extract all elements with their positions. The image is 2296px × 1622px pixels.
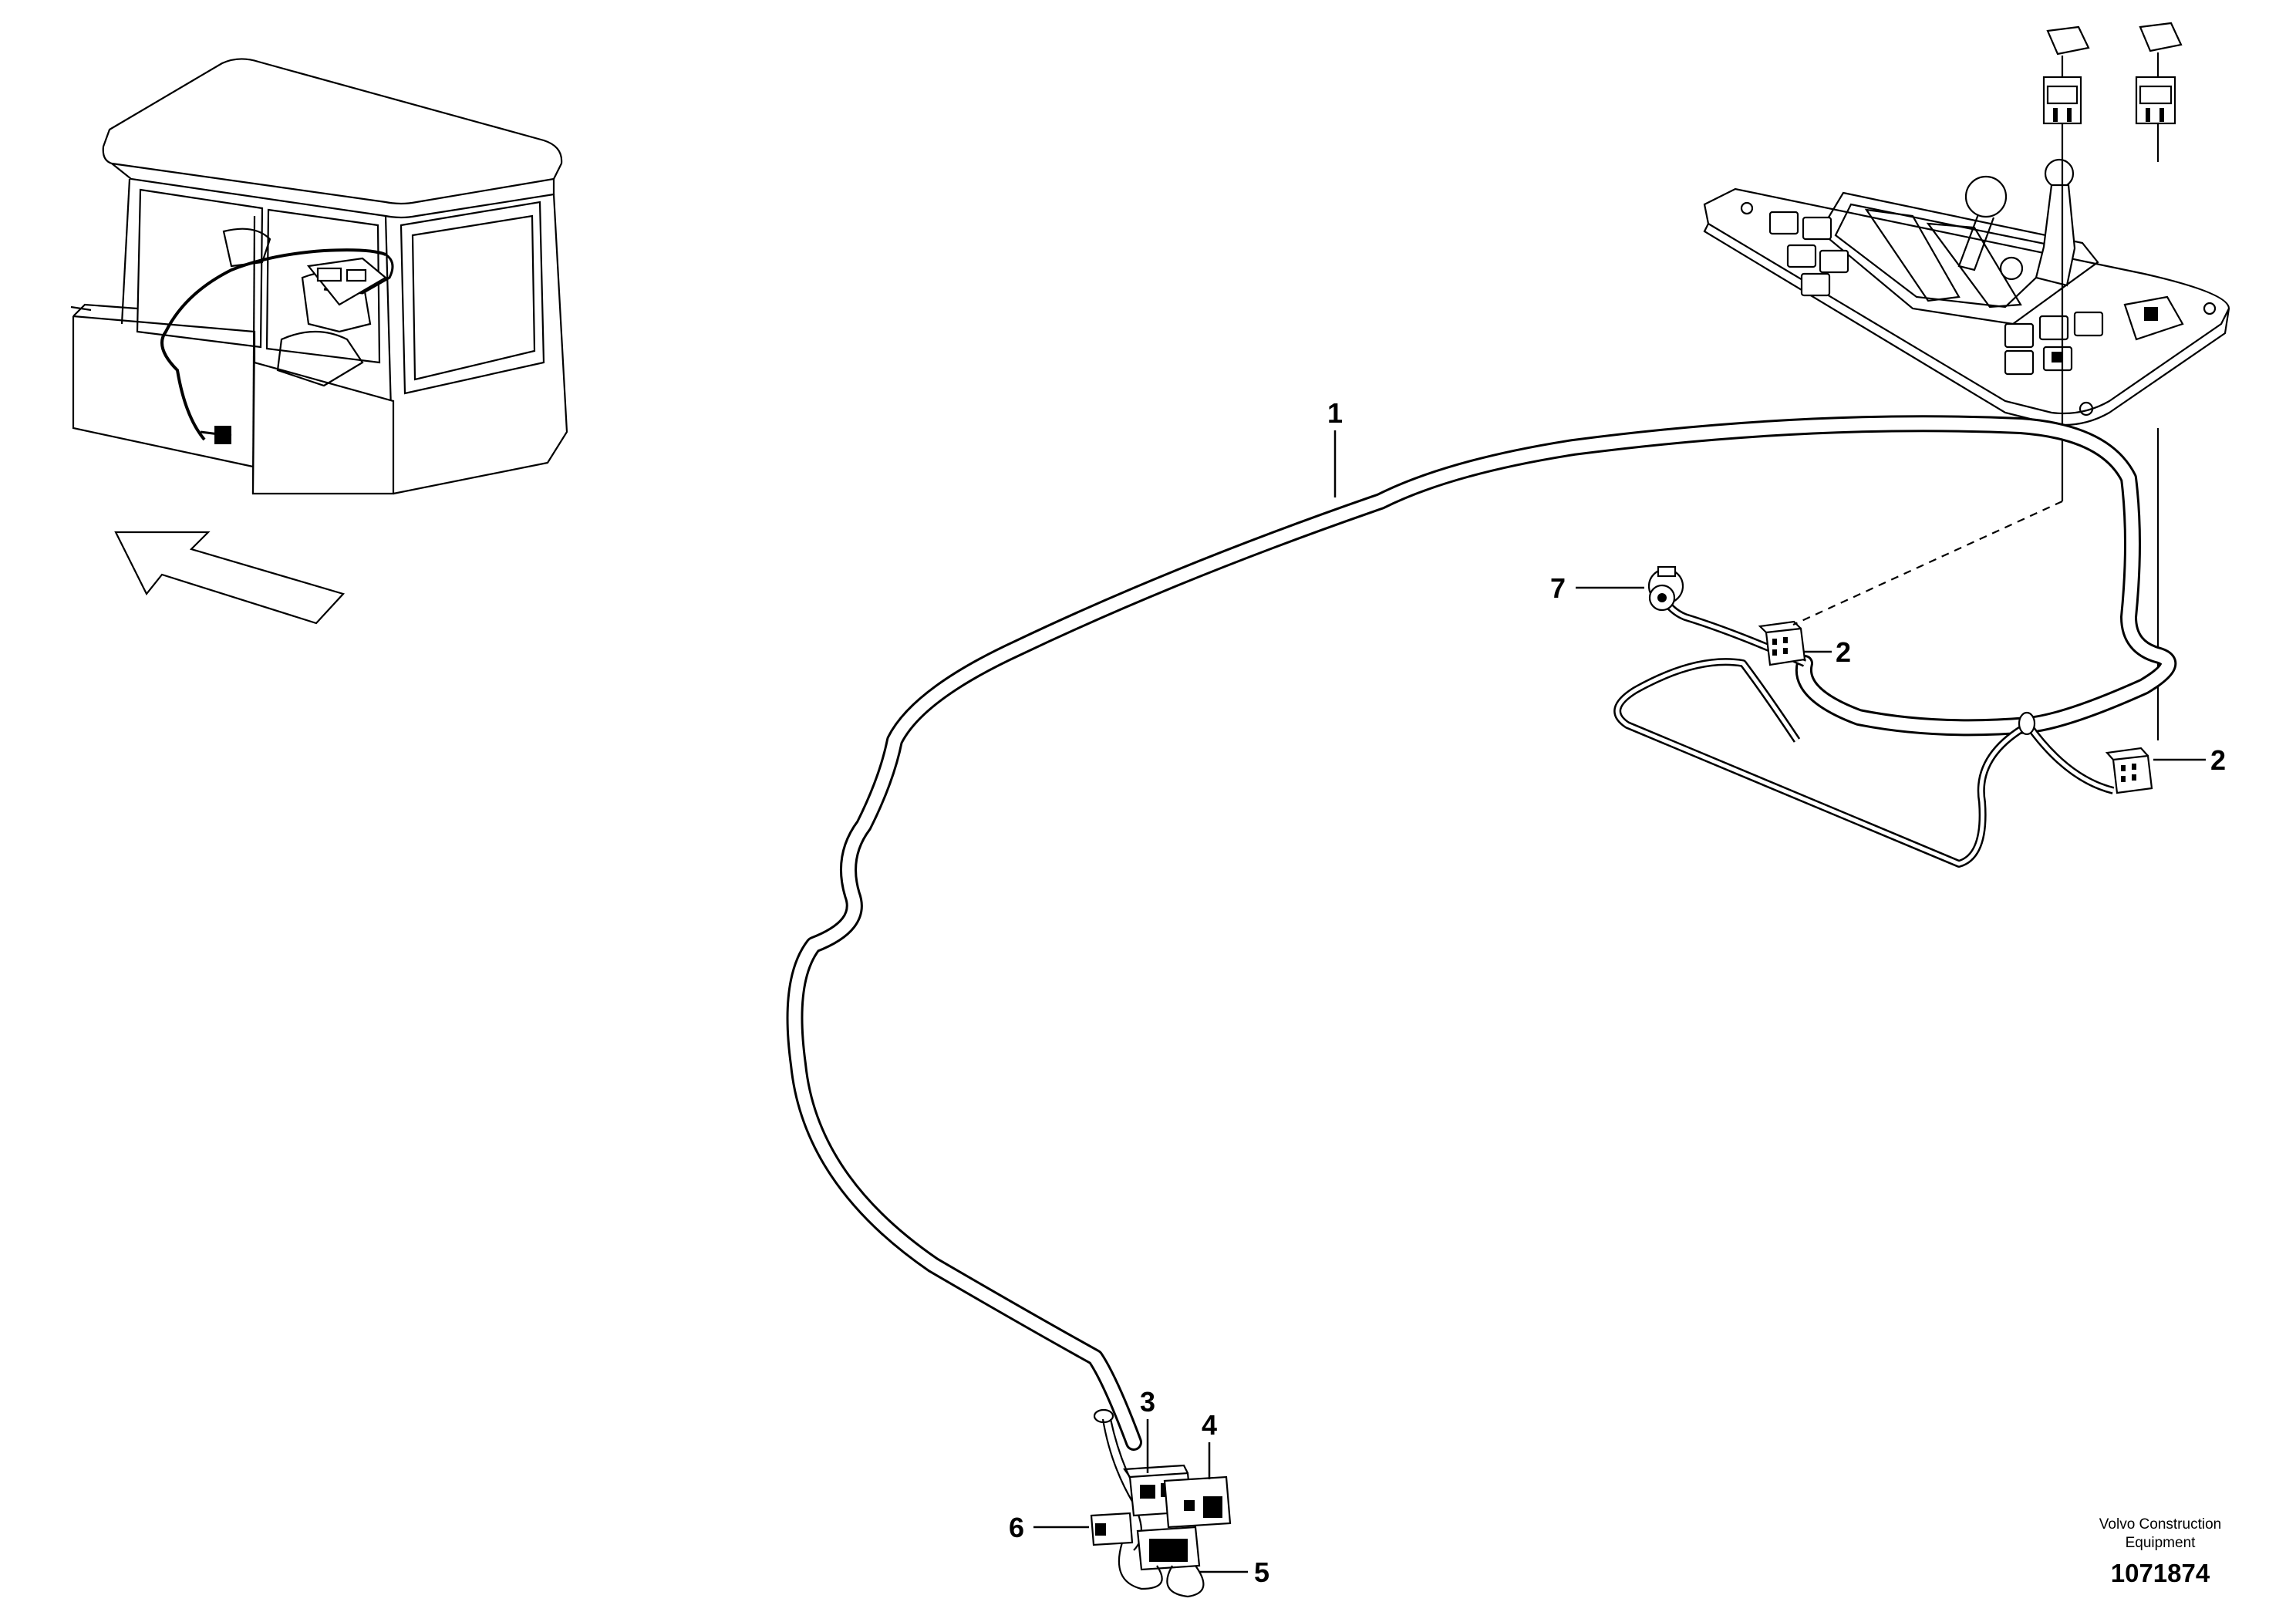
- connector-item-2-upper: [1758, 620, 1806, 666]
- connector-cluster-items-3-6: [1090, 1418, 1232, 1598]
- callout-2-lower: 2: [2210, 744, 2226, 776]
- brand-line-1: Volvo Construction: [2099, 1516, 2221, 1533]
- control-panel-illustration: [1703, 22, 2230, 740]
- brand-line-2: Equipment: [2126, 1535, 2197, 1551]
- callout-2-upper: 2: [1836, 636, 1851, 668]
- callout-1: 1: [1327, 397, 1343, 429]
- callout-6: 6: [1009, 1512, 1024, 1543]
- connector-item-7: [1647, 565, 1684, 612]
- cab-locator-illustration: [70, 58, 568, 495]
- callout-7: 7: [1550, 572, 1566, 604]
- connector-item-2-lower: [2105, 747, 2153, 794]
- view-direction-arrow-icon: [114, 531, 346, 625]
- callout-4: 4: [1202, 1409, 1217, 1441]
- main-harness-cable: [786, 415, 2177, 1451]
- callout-3: 3: [1140, 1386, 1155, 1418]
- document-number: 1071874: [2111, 1559, 2210, 1587]
- dashed-guide-line: [1792, 501, 2063, 626]
- callout-5: 5: [1254, 1556, 1269, 1588]
